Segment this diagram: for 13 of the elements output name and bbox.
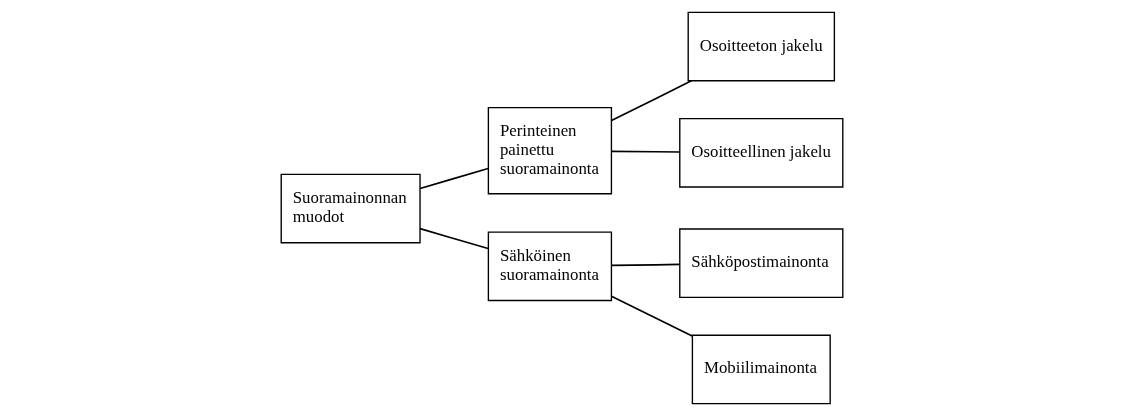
connector (610, 263, 680, 267)
node-box: Sähköinen suoramainonta (487, 231, 612, 302)
connector (610, 295, 693, 337)
connector (418, 227, 489, 250)
node-box: Mobiilimainonta (691, 334, 831, 405)
connector (610, 150, 680, 153)
node-box: Suoramainonnan muodot (280, 173, 421, 244)
connector (610, 80, 692, 122)
node-box: Perinteinen painettu suoramainonta (487, 106, 612, 195)
node-box: Sähköpostimainonta (678, 228, 843, 299)
connector (418, 167, 489, 190)
node-box: Osoitteeton jakelu (687, 11, 835, 82)
node-box: Osoitteellinen jakelu (678, 117, 843, 188)
